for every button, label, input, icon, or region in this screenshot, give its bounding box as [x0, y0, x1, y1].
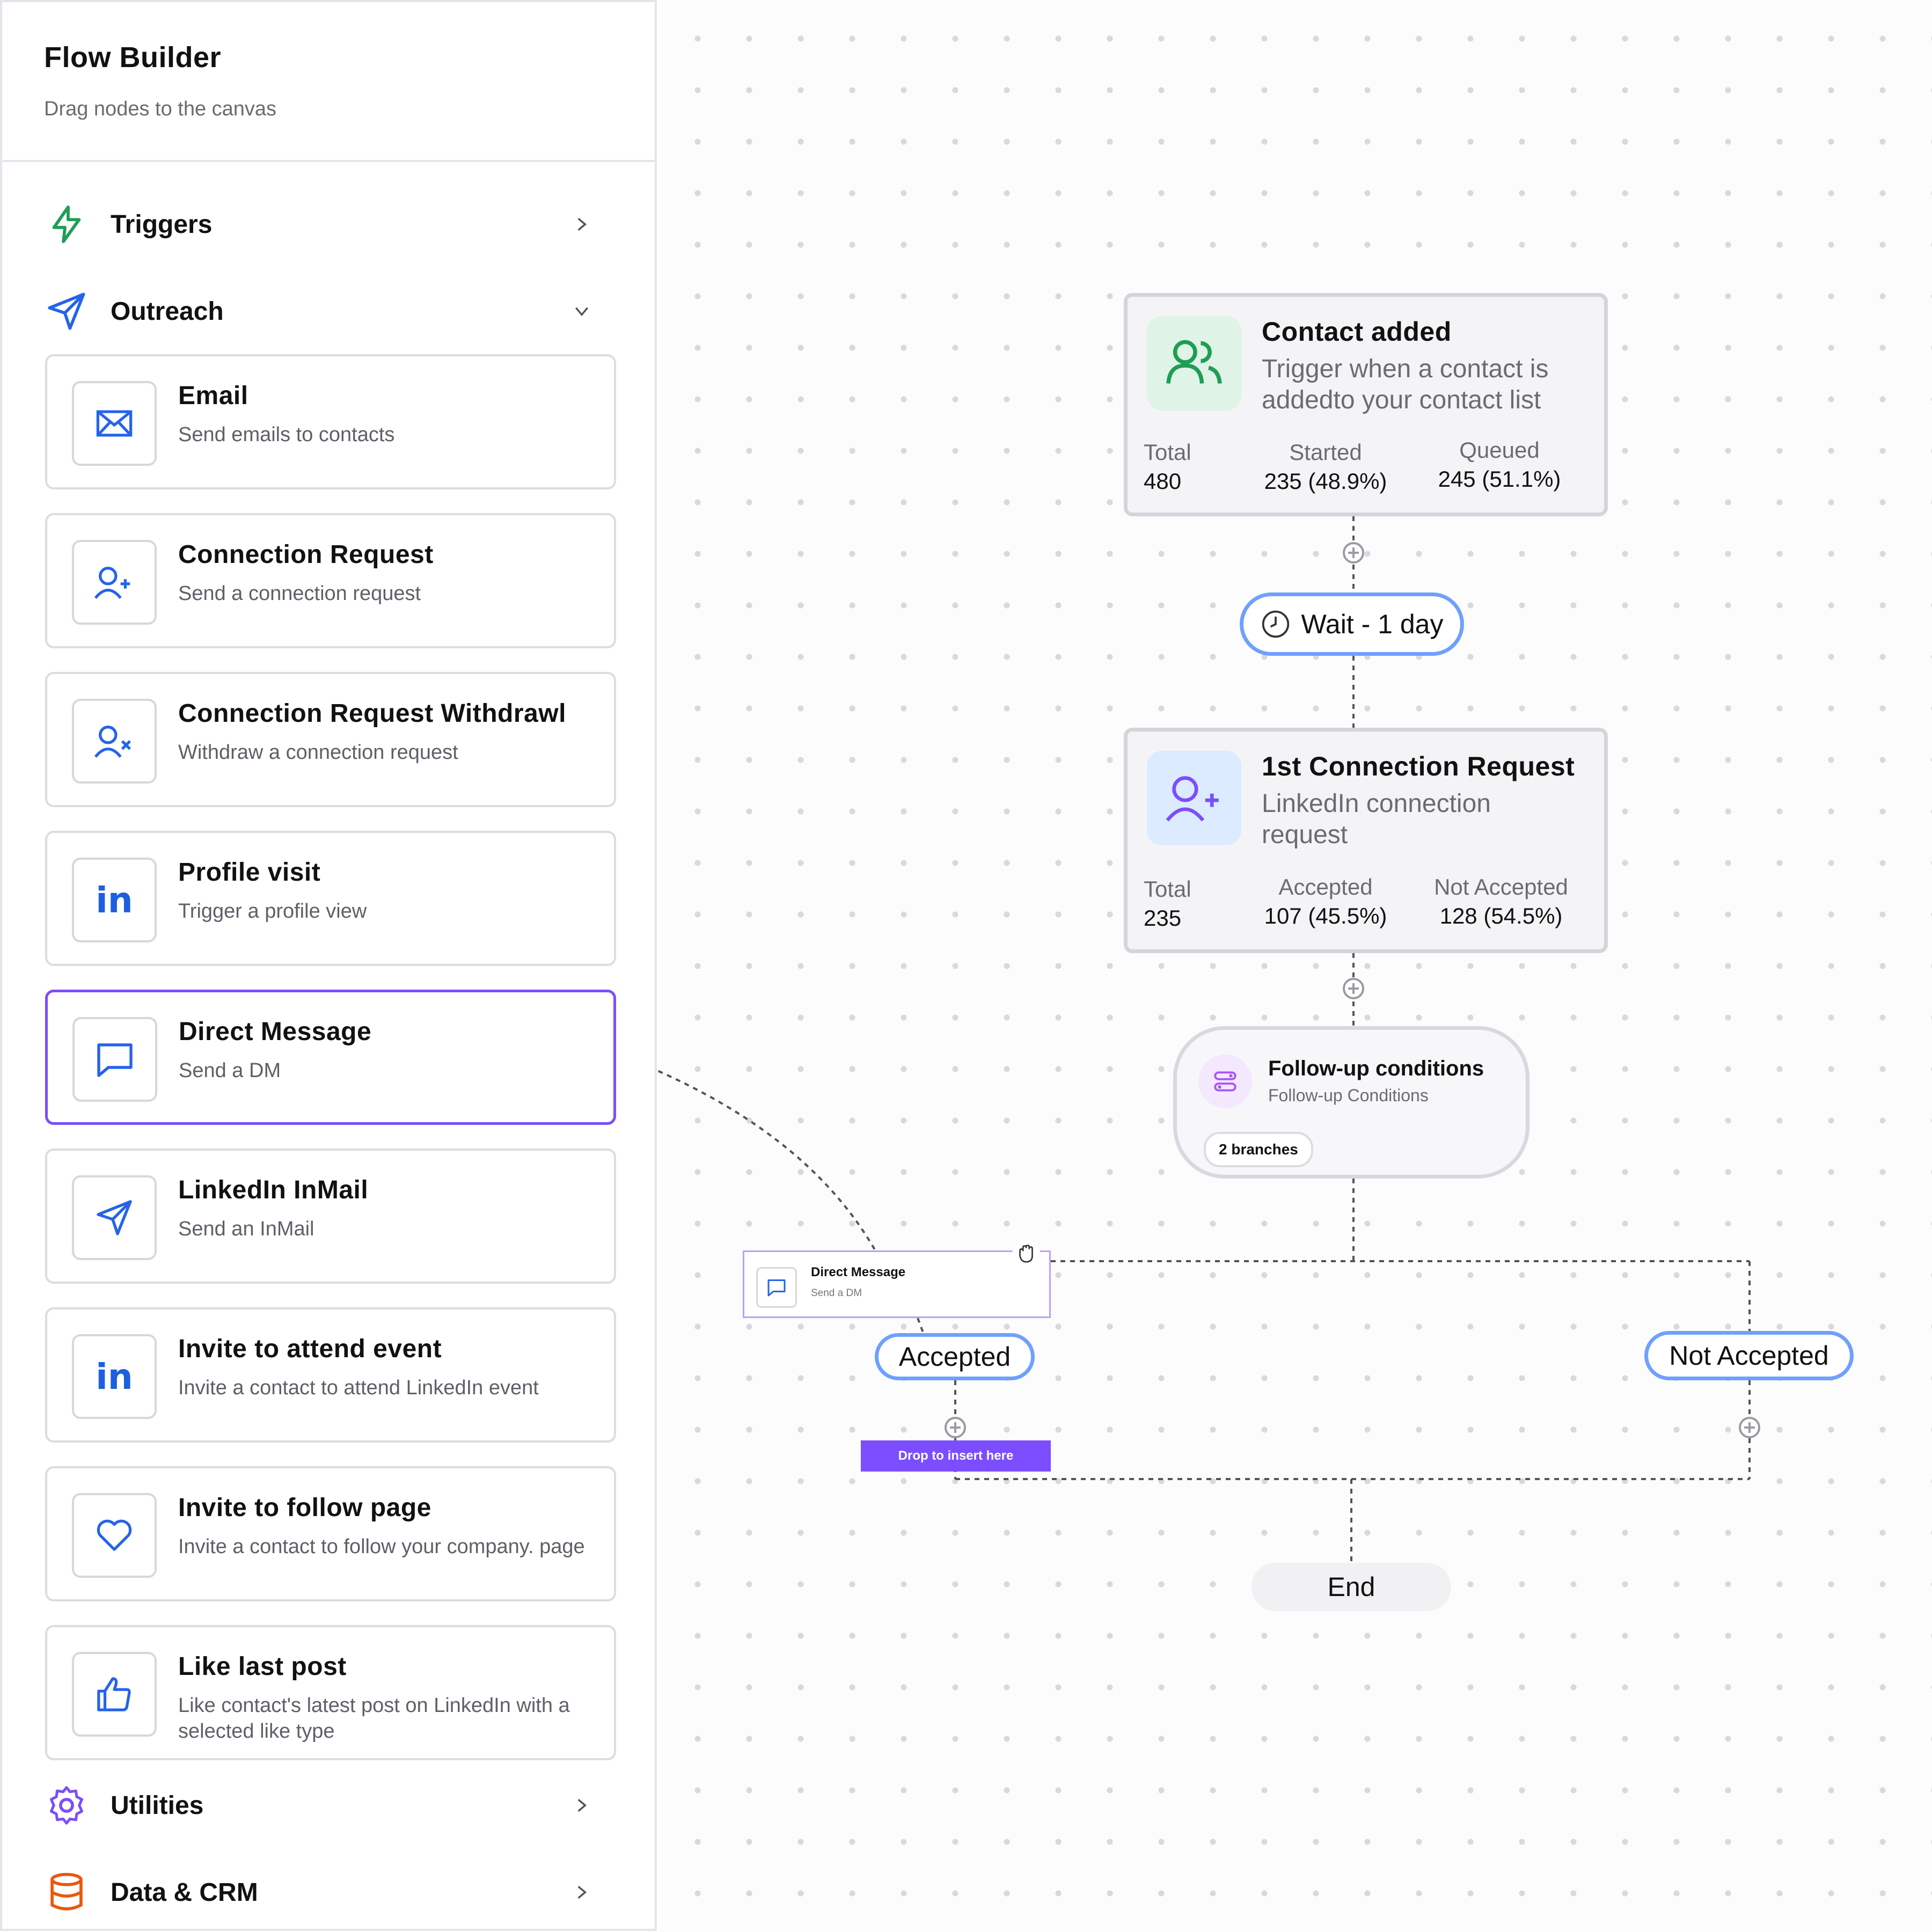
node-card-direct-message[interactable]: Direct Message Send a DM: [45, 990, 616, 1125]
dragging-node-direct-message[interactable]: Direct Message Send a DM: [743, 1250, 1051, 1318]
node-card-email[interactable]: Email Send emails to contacts: [45, 354, 616, 489]
node-description: Invite a contact to attend LinkedIn even…: [178, 1377, 539, 1399]
node-description: Trigger a profile view: [178, 900, 367, 923]
gear-icon: [45, 1784, 88, 1827]
flow-node-connection-request[interactable]: 1st Connection Request LinkedIn connecti…: [1124, 728, 1608, 953]
category-outreach[interactable]: Outreach: [45, 290, 592, 333]
branch-not-accepted[interactable]: Not Accepted: [1644, 1331, 1854, 1380]
user-plus-icon: [1147, 751, 1241, 845]
category-label: Utilities: [111, 1791, 204, 1820]
users-icon: [1147, 316, 1241, 411]
node-description: LinkedIn connection request: [1262, 789, 1491, 849]
node-title: Connection Request: [178, 540, 434, 569]
category-data-crm[interactable]: Data & CRM: [45, 1871, 592, 1914]
send-icon: [72, 1175, 157, 1260]
node-description: Send a DM: [811, 1287, 862, 1299]
linkedin-icon: in: [72, 1334, 157, 1419]
node-title: Invite to follow page: [178, 1494, 431, 1522]
node-title: Follow-up conditions: [1268, 1057, 1484, 1080]
sidebar-header: Flow Builder Drag nodes to the canvas: [2, 2, 655, 162]
chevron-right-icon: [571, 1795, 592, 1816]
thumbs-up-icon: [72, 1652, 157, 1737]
drop-zone-hint[interactable]: Drop to insert here: [861, 1440, 1051, 1472]
node-description: Like contact's latest post on LinkedIn w…: [178, 1694, 570, 1743]
wait-label: Wait - 1 day: [1301, 609, 1444, 639]
branches-badge: 2 branches: [1204, 1132, 1313, 1167]
node-description: Invite a contact to follow your company.…: [178, 1535, 585, 1558]
grab-cursor-icon: [1012, 1240, 1040, 1268]
wait-node[interactable]: Wait - 1 day: [1240, 592, 1464, 656]
node-card-linkedin-inmail[interactable]: LinkedIn InMail Send an InMail: [45, 1148, 616, 1284]
clock-icon: [1261, 609, 1291, 639]
node-description: Withdraw a connection request: [178, 741, 458, 764]
message-icon: [72, 1017, 157, 1102]
category-label: Outreach: [111, 297, 224, 326]
node-title: Profile visit: [178, 858, 321, 887]
category-utilities[interactable]: Utilities: [45, 1784, 592, 1827]
node-title: Invite to attend event: [178, 1335, 442, 1363]
category-triggers[interactable]: Triggers: [45, 203, 592, 246]
node-title: Connection Request Withdrawl: [178, 699, 566, 728]
node-card-invite-event[interactable]: in Invite to attend event Invite a conta…: [45, 1307, 616, 1443]
node-title: 1st Connection Request: [1262, 751, 1575, 781]
node-description: Send a DM: [179, 1059, 281, 1082]
node-palette-sidebar: Flow Builder Drag nodes to the canvas Tr…: [0, 0, 657, 1931]
category-label: Data & CRM: [111, 1878, 258, 1907]
database-icon: [45, 1871, 88, 1914]
chevron-down-icon: [571, 301, 592, 322]
user-x-icon: [72, 699, 157, 784]
node-card-connection-request[interactable]: Connection Request Send a connection req…: [45, 513, 616, 648]
node-title: Direct Message: [811, 1265, 906, 1279]
node-description: Follow-up Conditions: [1268, 1086, 1429, 1105]
node-title: Contact added: [1262, 317, 1452, 347]
heart-icon: [72, 1493, 157, 1578]
branch-icon: [1198, 1055, 1252, 1108]
user-plus-icon: [72, 540, 157, 625]
node-description: Trigger when a contact is addedto your c…: [1262, 355, 1549, 414]
branch-accepted[interactable]: Accepted: [875, 1333, 1035, 1380]
node-card-like-post[interactable]: Like last post Like contact's latest pos…: [45, 1625, 616, 1760]
node-title: Email: [178, 382, 248, 410]
message-icon: [756, 1267, 797, 1308]
node-description: Send a connection request: [178, 582, 421, 605]
chevron-right-icon: [571, 1882, 592, 1903]
node-card-invite-follow[interactable]: Invite to follow page Invite a contact t…: [45, 1466, 616, 1601]
node-title: Like last post: [178, 1652, 347, 1681]
node-title: LinkedIn InMail: [178, 1176, 369, 1204]
flow-node-trigger[interactable]: Contact added Trigger when a contact is …: [1124, 293, 1608, 516]
node-title: Direct Message: [179, 1018, 372, 1046]
node-card-profile-visit[interactable]: in Profile visit Trigger a profile view: [45, 831, 616, 966]
linkedin-icon: in: [72, 858, 157, 942]
chevron-right-icon: [571, 214, 592, 235]
sidebar-title: Flow Builder: [44, 41, 221, 74]
node-description: Send emails to contacts: [178, 423, 395, 446]
node-description: Send an InMail: [178, 1218, 314, 1240]
send-icon: [45, 290, 88, 333]
envelope-icon: [72, 381, 157, 466]
node-card-connection-withdrawl[interactable]: Connection Request Withdrawl Withdraw a …: [45, 672, 616, 807]
flow-node-follow-up-conditions[interactable]: Follow-up conditions Follow-up Condition…: [1173, 1026, 1529, 1179]
category-label: Triggers: [111, 210, 213, 239]
sidebar-subtitle: Drag nodes to the canvas: [44, 98, 277, 120]
lightning-icon: [45, 203, 88, 246]
end-node[interactable]: End: [1252, 1563, 1451, 1611]
